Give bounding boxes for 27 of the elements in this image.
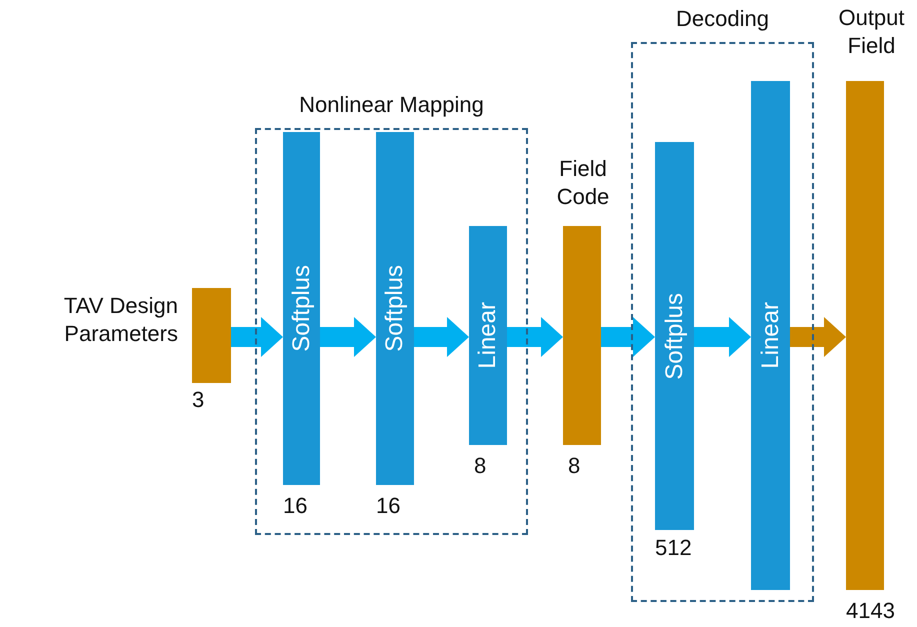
node-caption: 16 (376, 492, 402, 520)
node-caption: 3 (192, 386, 206, 414)
block-arrow (601, 317, 655, 357)
data-bar (563, 226, 601, 445)
group-title: Decoding (675, 6, 770, 32)
node-caption: Output Field (837, 4, 906, 59)
node-caption: TAV Design Parameters (62, 292, 178, 347)
node-caption: 8 (568, 452, 582, 480)
layer-bar: Softplus (655, 142, 694, 530)
layer-bar: Softplus (283, 132, 320, 485)
node-caption: 16 (283, 492, 308, 520)
block-arrow (790, 317, 846, 357)
block-arrow (231, 317, 283, 357)
layer-bar: Linear (751, 81, 790, 590)
block-arrow (694, 317, 751, 357)
node-caption: 8 (474, 452, 488, 480)
layer-bar: Linear (469, 226, 507, 445)
group-title: Nonlinear Mapping (298, 92, 485, 118)
node-caption: 4143 (846, 597, 896, 624)
block-arrow (507, 317, 563, 357)
node-caption: Field Code (556, 155, 610, 210)
node-caption: 512 (655, 534, 693, 562)
data-bar (846, 81, 884, 590)
block-arrow (414, 317, 469, 357)
block-arrow (320, 317, 376, 357)
layer-bar: Softplus (376, 132, 414, 485)
data-bar (192, 288, 231, 383)
